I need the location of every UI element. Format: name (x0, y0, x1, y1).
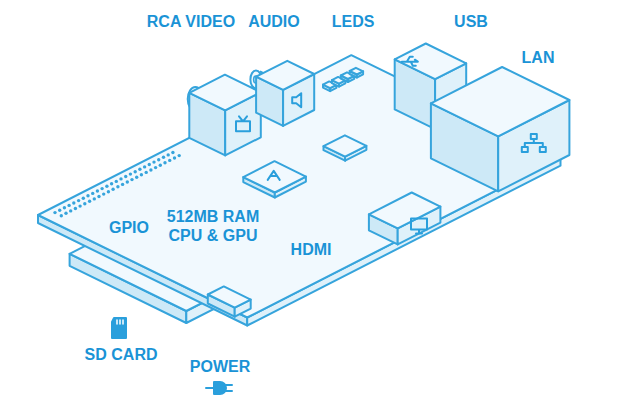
part-label: RCA VIDEO (147, 12, 235, 31)
gpio-pin (138, 168, 141, 171)
gpio-pin (102, 192, 105, 195)
gpio-pin (86, 194, 89, 197)
gpio-pin (135, 176, 138, 179)
monitor-icon-shape (411, 219, 427, 234)
usb-icon-shape (402, 57, 418, 66)
gpio-pin (119, 177, 122, 180)
sd-card-icon (112, 318, 126, 338)
gpio-pin (110, 182, 113, 185)
gpio-pin (64, 212, 67, 215)
chip-logo (268, 171, 280, 180)
gpio-pin (143, 165, 146, 168)
speaker-icon (292, 93, 301, 107)
gpio-pin (96, 189, 99, 192)
gpio-pin (171, 151, 174, 154)
speaker-icon-shape (292, 93, 301, 107)
lan-block-top (431, 67, 570, 136)
gpio-pin (130, 178, 133, 181)
gpio-pin (115, 180, 118, 183)
gpio-pin (105, 185, 108, 188)
gpio-pin (157, 158, 160, 161)
gpio-pin (140, 173, 143, 176)
gpio-pin (63, 206, 66, 209)
gpio-pin (159, 164, 162, 167)
monitor-icon (411, 219, 427, 234)
chip-logo-shape (268, 171, 280, 180)
board-components (188, 44, 570, 317)
gpio-pin (82, 197, 85, 200)
audio-block-top (256, 61, 314, 90)
gpio-pin (72, 201, 75, 204)
gpio-pin (124, 175, 127, 178)
gpio-pin (97, 195, 100, 198)
gpio-pin (145, 171, 148, 174)
gpio-pin (78, 204, 81, 207)
led-top (350, 68, 363, 75)
gpio-pin (111, 188, 114, 191)
gpio-pin (121, 183, 124, 186)
small-chip-top (324, 135, 367, 156)
cpu-chip-top (243, 161, 306, 192)
power-plug-icon (206, 382, 232, 394)
gpio-pin (88, 200, 91, 203)
gpio-pin (162, 156, 165, 159)
component-icons (112, 57, 546, 394)
gpio-pin (83, 202, 86, 205)
part-label: HDMI (291, 240, 332, 259)
gpio-pin (149, 168, 152, 171)
gpio-pin (69, 209, 72, 212)
gpio-pin (173, 156, 176, 159)
gpio-pin (168, 159, 171, 162)
gpio-pin (100, 187, 103, 190)
tv-icon-shape (236, 116, 250, 131)
gpio-pin (152, 160, 155, 163)
gpio-pin (134, 170, 137, 173)
hdmi-block-top (369, 193, 441, 229)
gpio-pin (107, 190, 110, 193)
gpio-pin (116, 185, 119, 188)
gpio-pin (60, 214, 63, 217)
gpio-pin (148, 163, 151, 166)
gpio-pin (58, 209, 61, 212)
gpio-pin (53, 211, 56, 214)
gpio-pin (74, 207, 77, 210)
network-icon-shape (522, 134, 546, 152)
gpio-pin (163, 161, 166, 164)
gpio-pin (67, 204, 70, 207)
tv-icon (236, 116, 250, 131)
gpio-pin (178, 154, 181, 157)
part-label: SD CARD (85, 345, 158, 364)
part-label: AUDIO (248, 12, 300, 31)
power-socket-top (208, 286, 251, 307)
gpio-pin (77, 199, 80, 202)
part-label: POWER (190, 357, 250, 376)
gpio-pin (167, 153, 170, 156)
gpio-pin (93, 197, 96, 200)
part-label: USB (454, 12, 488, 31)
part-label: LEDS (332, 12, 375, 31)
part-label: GPIO (109, 218, 149, 237)
gpio-pin (129, 172, 132, 175)
gpio-pin (154, 166, 157, 169)
usb-icon (402, 57, 418, 66)
part-label: 512MB RAM CPU & GPU (163, 207, 263, 245)
part-label: LAN (522, 48, 555, 67)
gpio-pin (126, 180, 129, 183)
usb-block-top (395, 44, 467, 80)
gpio-pin (91, 192, 94, 195)
network-icon (522, 134, 546, 152)
